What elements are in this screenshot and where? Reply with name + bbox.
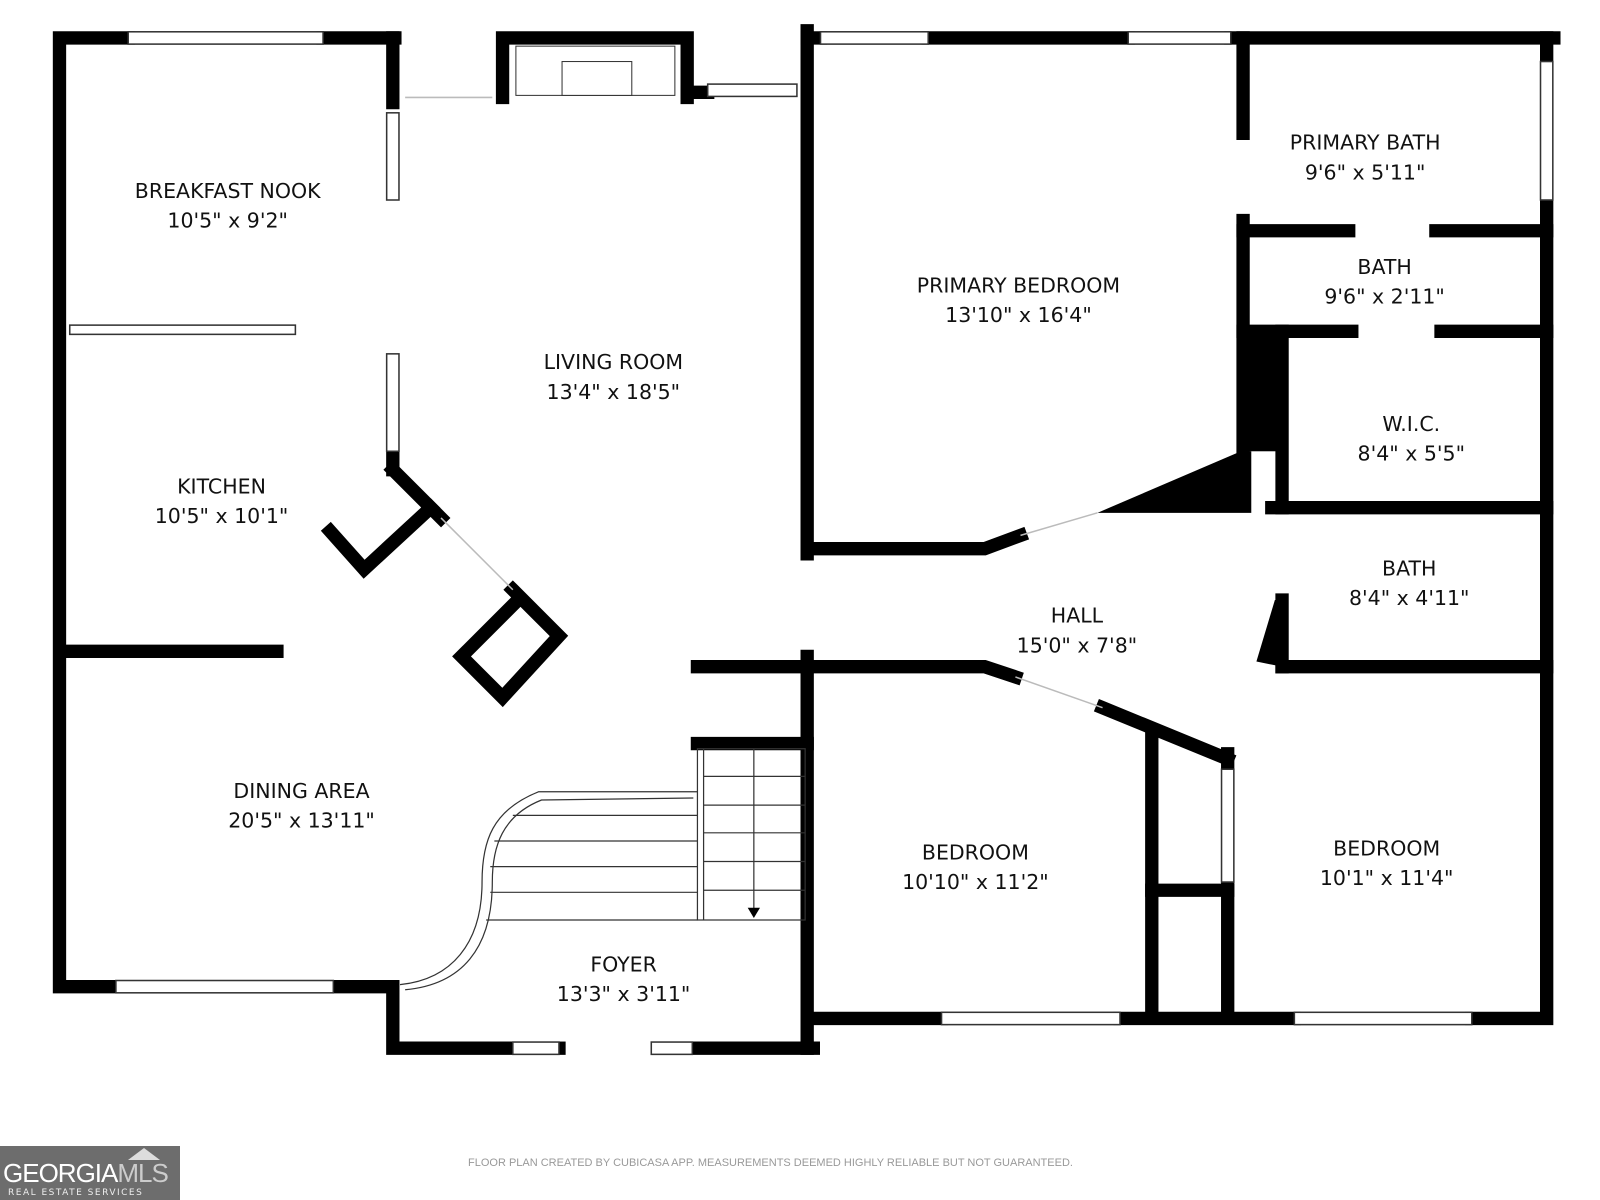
room-size: 9'6" x 5'11" (1305, 160, 1426, 184)
room-name: PRIMARY BEDROOM (917, 273, 1120, 297)
logo-subtitle: REAL ESTATE SERVICES (8, 1188, 144, 1198)
room-name: FOYER (590, 952, 657, 976)
room-size: 10'5" x 10'1" (155, 504, 289, 528)
staircase (399, 748, 806, 991)
room-name: BREAKFAST NOOK (135, 179, 321, 203)
room-name: W.I.C. (1382, 412, 1440, 436)
room-size: 8'4" x 5'5" (1358, 442, 1465, 466)
room-name: DINING AREA (233, 779, 369, 803)
room-name: HALL (1051, 604, 1104, 628)
room-name: BATH (1357, 255, 1411, 279)
walls (52, 24, 1561, 1055)
room-size: 20'5" x 13'11" (228, 809, 375, 833)
room-name: BEDROOM (1333, 836, 1440, 860)
roof-icon (128, 1148, 160, 1160)
room-size: 13'4" x 18'5" (547, 380, 681, 404)
room-size: 10'1" x 11'4" (1320, 866, 1454, 890)
logo-accent-text: MLS (117, 1158, 168, 1188)
windows (68, 31, 1554, 1056)
room-size: 13'10" x 16'4" (945, 303, 1092, 327)
room-name: LIVING ROOM (544, 350, 683, 374)
room-size: 15'0" x 7'8" (1017, 633, 1138, 657)
room-name: BATH (1382, 556, 1436, 580)
room-name: BEDROOM (922, 840, 1029, 864)
georgia-mls-logo: GEORGIAMLS REAL ESTATE SERVICES (0, 1146, 180, 1200)
room-size: 13'3" x 3'11" (557, 982, 691, 1006)
room-size: 10'10" x 11'2" (902, 870, 1049, 894)
room-size: 10'5" x 9'2" (167, 209, 288, 233)
room-name: KITCHEN (177, 474, 266, 498)
room-labels: BREAKFAST NOOK 10'5" x 9'2" KITCHEN 10'5… (135, 131, 1470, 1006)
logo-main-text: GEORGIA (3, 1158, 118, 1188)
room-size: 9'6" x 2'11" (1324, 285, 1445, 309)
room-size: 8'4" x 4'11" (1349, 586, 1470, 610)
fireplace-hatch (515, 45, 676, 96)
disclaimer-text: FLOOR PLAN CREATED BY CUBICASA APP. MEAS… (468, 1157, 1073, 1169)
room-name: PRIMARY BATH (1290, 131, 1441, 155)
